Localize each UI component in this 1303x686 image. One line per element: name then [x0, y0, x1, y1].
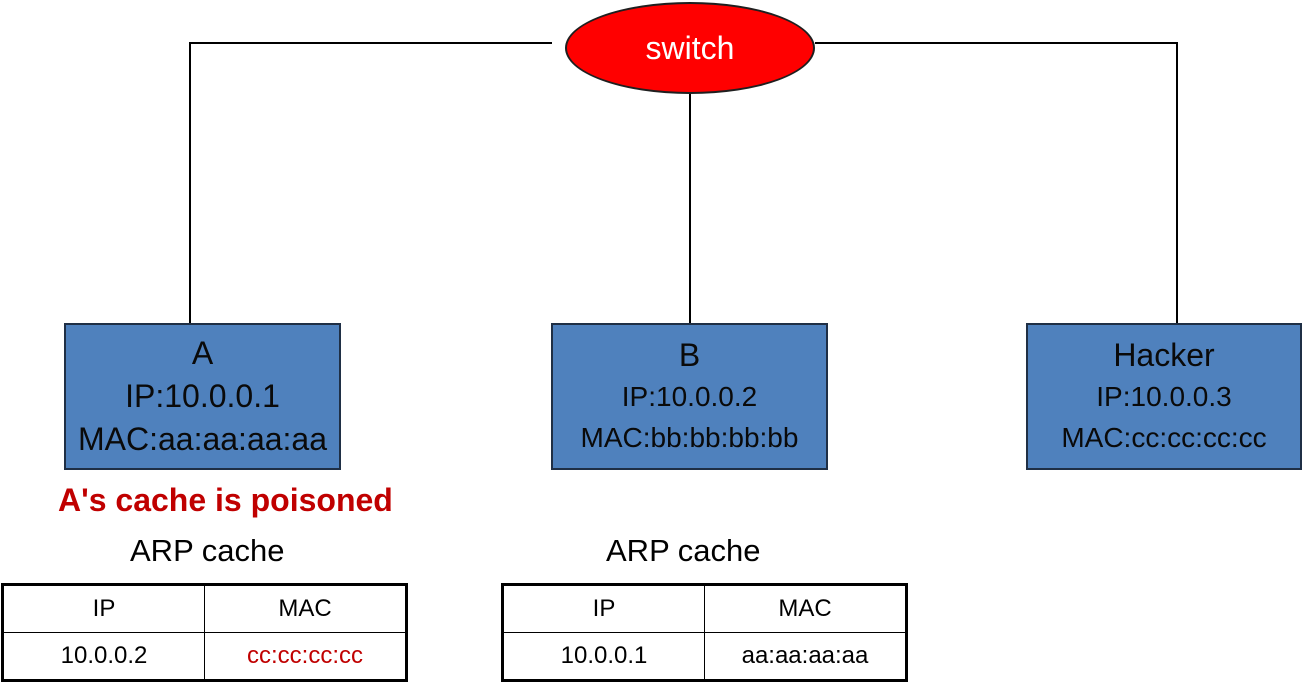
- host-hacker: Hacker IP:10.0.0.3 MAC:cc:cc:cc:cc: [1026, 323, 1302, 470]
- switch-node: switch: [565, 2, 815, 94]
- arp-cache-b-table: IP MAC 10.0.0.1 aa:aa:aa:aa: [501, 583, 908, 682]
- cell-mac: aa:aa:aa:aa: [704, 632, 907, 681]
- table-row: 10.0.0.2 cc:cc:cc:cc: [2, 632, 407, 681]
- table-header-row: IP MAC: [502, 584, 907, 633]
- switch-label: switch: [645, 29, 735, 66]
- host-a: A IP:10.0.0.1 MAC:aa:aa:aa:aa: [64, 323, 341, 470]
- table-row: 10.0.0.1 aa:aa:aa:aa: [502, 632, 907, 681]
- host-a-ip: IP:10.0.0.1: [125, 378, 280, 414]
- host-hacker-mac: MAC:cc:cc:cc:cc: [1061, 422, 1267, 453]
- host-a-mac: MAC:aa:aa:aa:aa: [77, 421, 328, 457]
- host-b-ip: IP:10.0.0.2: [621, 381, 758, 412]
- cell-ip: 10.0.0.2: [2, 632, 205, 681]
- poisoned-warning: A's cache is poisoned: [58, 482, 393, 518]
- header-mac: MAC: [204, 584, 407, 633]
- host-hacker-name: Hacker: [1113, 337, 1215, 373]
- arp-cache-b-title: ARP cache: [606, 533, 761, 568]
- table-header-row: IP MAC: [2, 584, 407, 633]
- header-mac: MAC: [704, 584, 907, 633]
- host-a-name: A: [191, 335, 214, 371]
- arp-cache-a-table: IP MAC 10.0.0.2 cc:cc:cc:cc: [1, 583, 408, 682]
- cell-ip: 10.0.0.1: [502, 632, 705, 681]
- host-b: B IP:10.0.0.2 MAC:bb:bb:bb:bb: [551, 323, 828, 470]
- host-hacker-ip: IP:10.0.0.3: [1096, 381, 1232, 412]
- arp-cache-a-title: ARP cache: [130, 533, 285, 568]
- cell-mac-poisoned: cc:cc:cc:cc: [204, 632, 407, 681]
- header-ip: IP: [2, 584, 205, 633]
- host-b-mac: MAC:bb:bb:bb:bb: [580, 422, 799, 453]
- header-ip: IP: [502, 584, 705, 633]
- host-b-name: B: [678, 337, 701, 373]
